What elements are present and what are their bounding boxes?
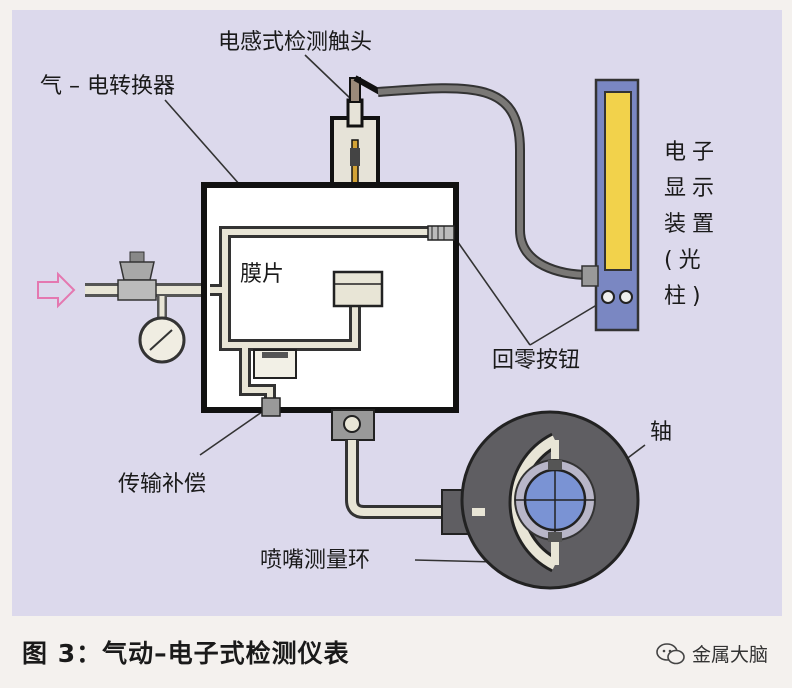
pressure-gauge — [138, 296, 186, 364]
shaft-label: 轴 — [650, 420, 673, 445]
zero-screw — [427, 225, 455, 241]
nozzle-ring-label: 喷嘴测量环 — [260, 548, 371, 573]
leader-converter — [164, 99, 241, 186]
leader-compensation — [199, 404, 273, 456]
leader-sensor — [304, 54, 353, 101]
compensation-label: 传输补偿 — [118, 472, 207, 497]
zero-button-label: 回零按钮 — [492, 348, 581, 373]
leader-nozzle — [414, 559, 497, 563]
brand-watermark: 金属大脑 — [656, 640, 768, 667]
outlet-block — [331, 409, 375, 441]
wechat-icon — [656, 642, 685, 664]
membrane-label: 膜片 — [240, 262, 285, 287]
signal-cable — [377, 85, 591, 278]
nozzle-pipe — [348, 440, 460, 516]
display-label: 电子显示装置(光柱) — [664, 140, 721, 309]
leader-zero-2 — [529, 299, 606, 346]
air-inlet-arrow — [37, 271, 76, 309]
zero-button-icon[interactable] — [601, 290, 615, 304]
indicator-icon — [619, 290, 633, 304]
converter-label: 气 – 电转换器 — [40, 74, 175, 99]
brand-name: 金属大脑 — [691, 644, 768, 666]
figure-caption: 图 3：气动–电子式检测仪表 — [22, 639, 350, 668]
display-unit — [581, 78, 640, 332]
sensor-label: 电感式检测触头 — [218, 30, 373, 55]
regulator-valve — [117, 251, 157, 301]
shaft — [515, 460, 595, 542]
leader-zero-1 — [454, 237, 531, 346]
membrane-chamber — [332, 270, 384, 308]
compensation-block — [253, 349, 297, 417]
